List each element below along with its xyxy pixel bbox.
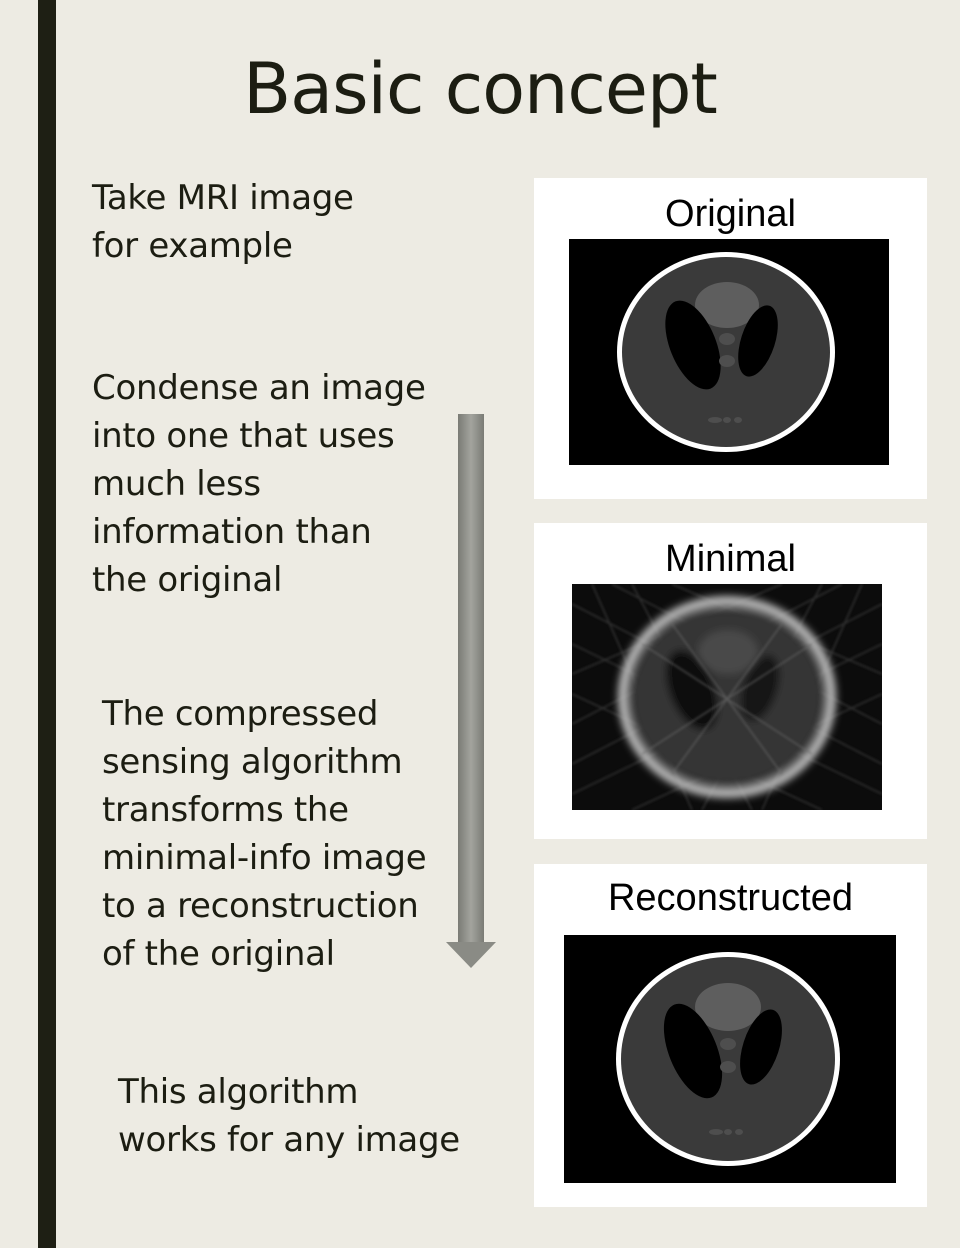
- text-any-image: This algorithm works for any image: [118, 1072, 460, 1160]
- panel-original: Original: [534, 178, 927, 499]
- phantom-reconstructed-image: [564, 935, 896, 1183]
- slide-title: Basic concept: [243, 48, 718, 130]
- panel-minimal: Minimal: [534, 523, 927, 839]
- panel-reconstructed: Reconstructed: [534, 864, 927, 1207]
- down-arrow-icon: [446, 414, 496, 968]
- text-take-mri-example: Take MRI image for example: [92, 178, 354, 266]
- text-compressed-sensing: The compressed sensing algorithm transfo…: [102, 694, 427, 974]
- phantom-minimal-image: [572, 584, 882, 810]
- left-accent-bar: [38, 0, 56, 1248]
- panel-label-reconstructed: Reconstructed: [607, 877, 853, 919]
- phantom-original-image: [569, 239, 889, 465]
- panel-label-minimal: Minimal: [665, 538, 796, 580]
- panel-label-original: Original: [665, 193, 796, 235]
- text-condense-image: Condense an image into one that uses muc…: [92, 368, 426, 600]
